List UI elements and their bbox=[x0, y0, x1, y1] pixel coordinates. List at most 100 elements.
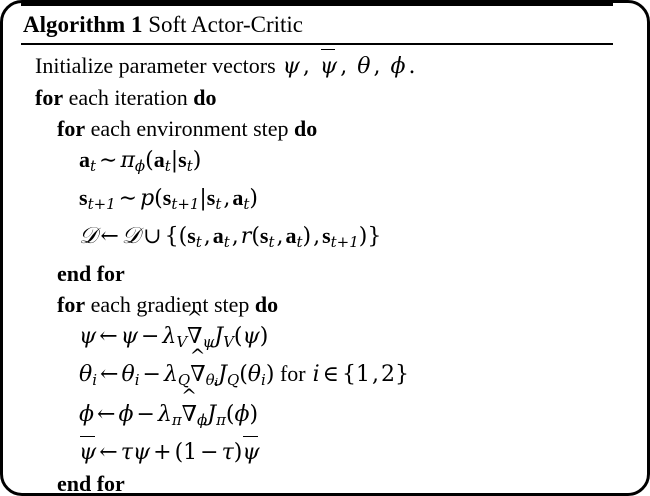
lparen-1: ( bbox=[145, 147, 154, 173]
for-gradient-step-text: each gradient step bbox=[90, 292, 250, 318]
vector-s: s bbox=[178, 146, 187, 172]
algorithm-line-end-for-gradient: end for bbox=[43, 468, 613, 493]
symbol-objective-j-2: J bbox=[218, 362, 227, 388]
algorithm-line-update-target: ψ←τψ+(1−τ)ψ bbox=[65, 435, 613, 468]
subscript-i-1: i bbox=[92, 371, 98, 390]
operator-minus-4: − bbox=[200, 440, 219, 466]
subscript-t-4: t bbox=[215, 194, 222, 213]
vector-s-4: s bbox=[259, 222, 269, 248]
algorithm-line-update-psi: ψ←ψ−λV∇ψJV(ψ) bbox=[65, 320, 613, 358]
symbol-phi: ϕ bbox=[390, 53, 406, 79]
subscript-t-plus-1-2: t+1 bbox=[171, 194, 200, 213]
gradient-hat-icon-3: ∇ bbox=[182, 399, 197, 430]
keyword-do-2: do bbox=[294, 115, 318, 141]
lparen-4: ( bbox=[251, 223, 260, 249]
symbol-theta-2: θ bbox=[79, 362, 93, 388]
subscript-t-5: t bbox=[243, 194, 250, 213]
operator-gets-3: ← bbox=[100, 362, 119, 388]
for-iteration-text: each iteration bbox=[68, 84, 188, 110]
symbol-tau-2: τ bbox=[221, 440, 234, 466]
subscript-t-plus-1: t+1 bbox=[87, 194, 116, 213]
rbrace-1: } bbox=[367, 223, 382, 249]
algorithm-title: Algorithm 1 Soft Actor-Critic bbox=[21, 6, 613, 43]
rparen-4: ) bbox=[358, 223, 368, 249]
vector-a-2: a bbox=[153, 146, 165, 172]
rparen-6: ) bbox=[265, 362, 275, 388]
symbol-reward: r bbox=[240, 223, 252, 249]
vector-a-3: a bbox=[232, 184, 244, 210]
symbol-objective-j-1: J bbox=[214, 324, 224, 350]
period-1: . bbox=[408, 53, 416, 79]
symbol-tau-1: τ bbox=[120, 440, 133, 466]
symbol-phi-3: ϕ bbox=[118, 402, 134, 428]
index-condition: i∈{1,2} bbox=[306, 362, 409, 387]
subscript-pi-1: π bbox=[171, 411, 182, 430]
vector-s-2: s bbox=[206, 184, 216, 210]
symbol-psi-3: ψ bbox=[120, 324, 138, 350]
gradient-hat-icon: ∇ bbox=[187, 321, 202, 352]
symbol-pi: π bbox=[120, 147, 135, 173]
subscript-phi-2: ϕ bbox=[197, 411, 208, 430]
algorithm-label: Algorithm 1 bbox=[23, 12, 143, 37]
symbol-p: p bbox=[140, 185, 155, 211]
operator-gets-4: ← bbox=[97, 402, 116, 428]
keyword-do-1: do bbox=[193, 84, 217, 110]
lparen-3: ( bbox=[178, 223, 188, 249]
algorithm-line-update-buffer: 𝒟←𝒟∪{(st,at,r(st,at),st+1)} bbox=[65, 220, 613, 258]
algorithm-title-rule bbox=[21, 43, 613, 45]
operator-plus: + bbox=[153, 440, 172, 466]
rparen-7: ) bbox=[249, 402, 259, 428]
vector-s-next-3: s bbox=[322, 222, 331, 248]
symbol-lambda-v: λ bbox=[162, 324, 177, 350]
operator-cup: ∪ bbox=[143, 223, 162, 249]
subscript-t: t bbox=[90, 156, 97, 175]
symbol-psi: ψ bbox=[282, 53, 300, 79]
algorithm-line-sample-next-state: st+1∼p(st+1|st,at) bbox=[65, 182, 613, 220]
subscript-i-2: i bbox=[134, 371, 140, 390]
inline-for-keyword: for bbox=[279, 361, 306, 387]
subscript-pi-2: π bbox=[216, 411, 226, 430]
symbol-dataset-2: 𝒟 bbox=[121, 222, 141, 249]
init-symbols: ψ, ψ, θ, ϕ. bbox=[276, 48, 419, 79]
keyword-for-1: for bbox=[35, 84, 64, 110]
comma-9: , bbox=[371, 362, 379, 388]
rbrace-2: } bbox=[394, 362, 409, 388]
subscript-t-8: t bbox=[268, 233, 275, 252]
vector-s-3: s bbox=[187, 222, 196, 248]
symbol-psi-4: ψ bbox=[242, 324, 260, 350]
vector-s-next-2: s bbox=[162, 184, 172, 210]
rparen-8: ) bbox=[233, 440, 243, 466]
keyword-end-for-1: end for bbox=[57, 261, 125, 287]
subscript-phi: ϕ bbox=[134, 156, 146, 175]
lbrace-2: { bbox=[341, 362, 356, 388]
algorithm-name: Soft Actor-Critic bbox=[148, 12, 303, 37]
number-one: 1 bbox=[183, 440, 198, 466]
subscript-t-9: t bbox=[296, 233, 303, 252]
vector-s-next: s bbox=[79, 184, 88, 210]
comma-1: , bbox=[302, 53, 310, 79]
equation-update-theta: θi←θi−λQ∇θiJQ(θi) bbox=[79, 359, 275, 390]
gradient-hat-icon-2: ∇ bbox=[190, 359, 205, 390]
rparen-1: ) bbox=[192, 147, 202, 173]
operator-minus-2: − bbox=[142, 362, 161, 388]
operator-sim-2: ∼ bbox=[118, 185, 138, 211]
index-two: 2 bbox=[380, 362, 395, 388]
lparen-2: ( bbox=[154, 185, 163, 211]
comma-4: , bbox=[223, 185, 231, 211]
for-env-step-text: each environment step bbox=[90, 115, 289, 141]
subscript-t-7: t bbox=[223, 233, 230, 252]
algorithm-line-sample-action: at∼πϕ(at|st) bbox=[65, 144, 613, 182]
symbol-psi-5: ψ bbox=[132, 440, 151, 466]
symbol-index-i: i bbox=[312, 362, 320, 388]
equation-sample-next-state: st+1∼p(st+1|st,at) bbox=[79, 184, 258, 213]
operator-gets-5: ← bbox=[99, 440, 118, 466]
symbol-theta-3: θ bbox=[121, 362, 135, 388]
vector-a: a bbox=[79, 146, 90, 172]
vector-a-5: a bbox=[285, 222, 297, 248]
symbol-psi-bar-3: ψ bbox=[242, 435, 260, 468]
rparen-2: ) bbox=[249, 185, 258, 211]
operator-in: ∈ bbox=[322, 362, 339, 388]
algorithm-line-for-env-step: for each environment step do bbox=[43, 113, 613, 144]
operator-minus-1: − bbox=[140, 324, 160, 350]
subscript-psi-1: ψ bbox=[202, 333, 215, 352]
